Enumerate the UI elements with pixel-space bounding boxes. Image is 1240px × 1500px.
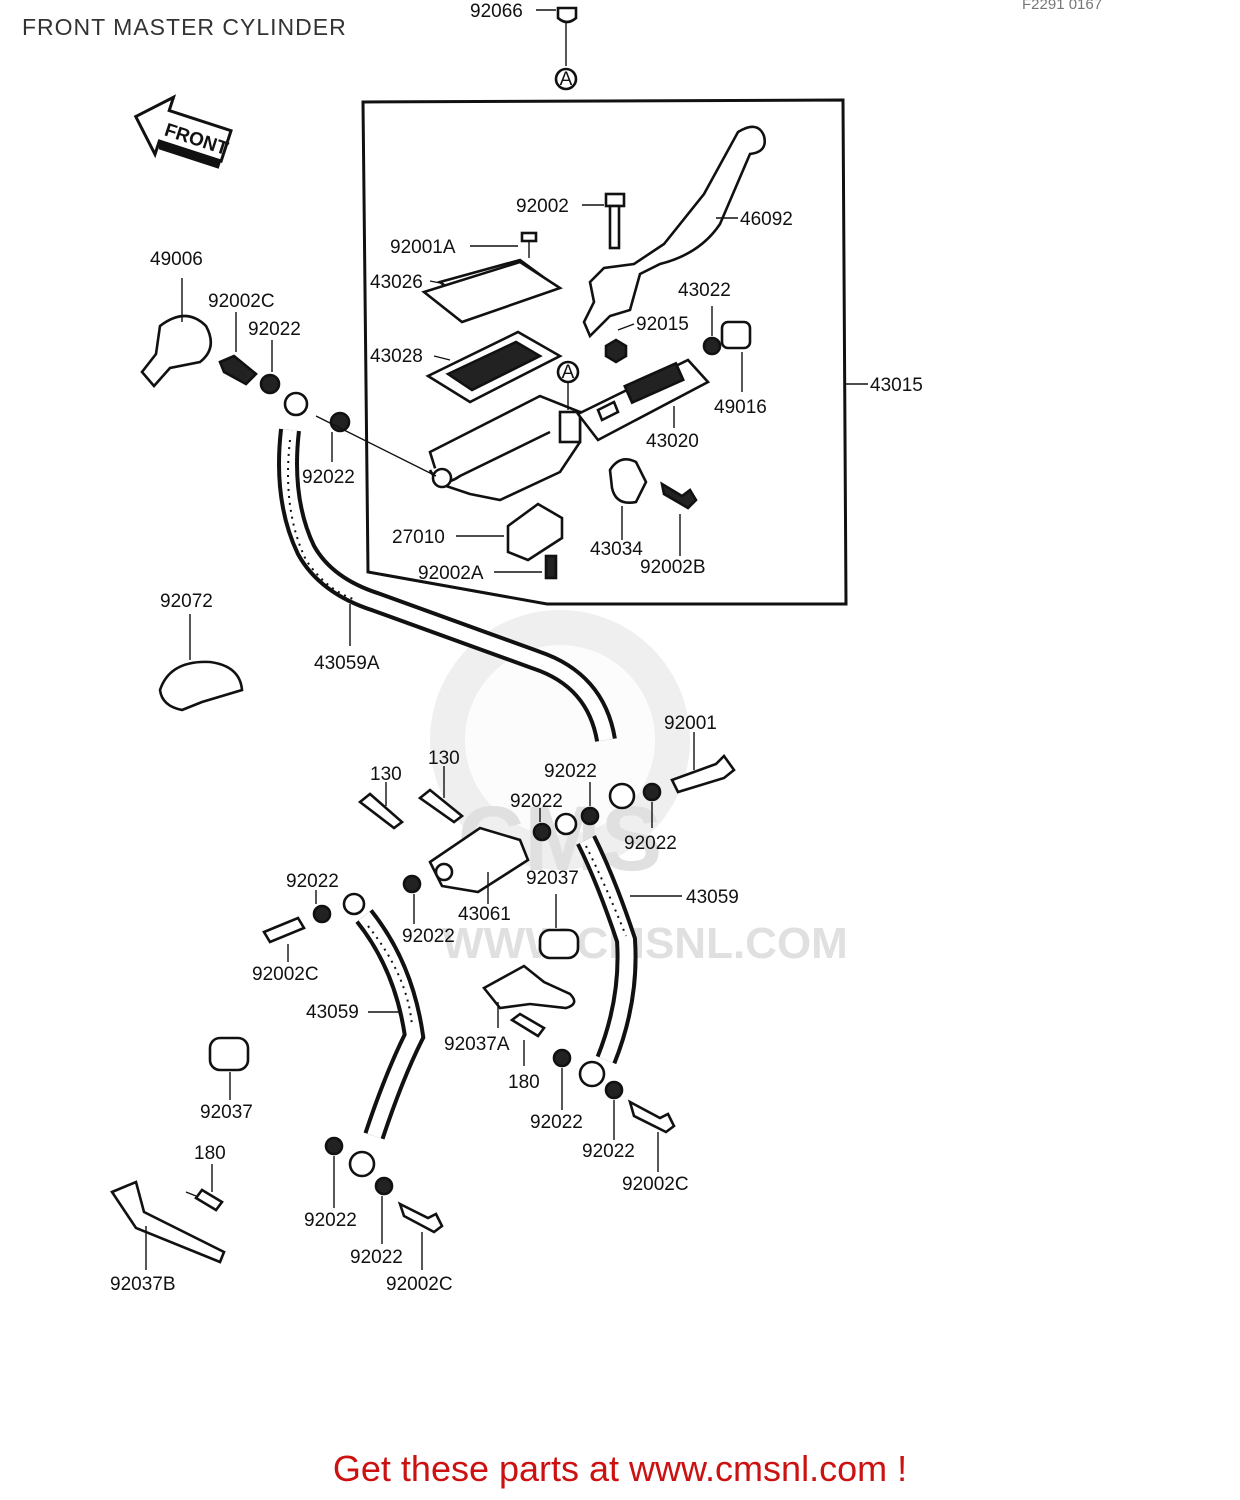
- bolt-92001: [670, 753, 736, 794]
- bracket-92037A: [482, 964, 576, 1010]
- label-92001A: 92001A: [390, 237, 456, 258]
- label-27010: 27010: [392, 527, 445, 548]
- label-92002A: 92002A: [418, 563, 484, 584]
- label-92037B: 92037B: [110, 1274, 176, 1295]
- label-92022-h: 92022: [530, 1112, 583, 1133]
- label-92002C-b: 92002C: [252, 964, 319, 985]
- label-92022-f: 92022: [286, 871, 339, 892]
- label-92037A: 92037A: [444, 1034, 510, 1055]
- marker-a-top: [554, 67, 578, 91]
- clamp-92072: [158, 660, 244, 712]
- screw-92001A: [520, 231, 538, 243]
- washer-92022-g: [402, 874, 422, 894]
- label-92066: 92066: [470, 1, 523, 22]
- washer-92022-a: [259, 373, 281, 395]
- washer-92022-d: [532, 822, 552, 842]
- label-92002C-a: 92002C: [208, 291, 275, 312]
- front-arrow-icon: FRONT: [133, 94, 233, 169]
- marker-a-top-text: A: [560, 69, 573, 90]
- label-92001: 92001: [664, 713, 717, 734]
- label-92022-d: 92022: [510, 791, 563, 812]
- label-49016: 49016: [714, 397, 767, 418]
- label-43020: 43020: [646, 431, 699, 452]
- label-43026: 43026: [370, 272, 423, 293]
- watermark-url: WWW.CMSNL.COM: [442, 919, 848, 968]
- label-92002C-c: 92002C: [622, 1174, 689, 1195]
- bolt-92002: [604, 192, 626, 208]
- grommet-92037-a: [538, 928, 580, 960]
- label-92022-b: 92022: [302, 467, 355, 488]
- label-43061: 43061: [458, 904, 511, 925]
- banjo-49006: [140, 314, 213, 388]
- footer-promo-text: Get these parts at www.cmsnl.com !: [332, 1448, 908, 1489]
- washer-92022-i: [604, 1080, 624, 1100]
- washer-92022-e: [642, 782, 662, 802]
- screw-92002A: [544, 554, 558, 580]
- label-92022-i: 92022: [582, 1141, 635, 1162]
- label-180-a: 180: [508, 1072, 540, 1093]
- bolt-180-b: [194, 1188, 224, 1212]
- label-43022: 43022: [678, 280, 731, 301]
- bolt-92002C-right: [627, 1099, 676, 1134]
- label-92072: 92072: [160, 591, 213, 612]
- bolt-180-a: [509, 1012, 546, 1038]
- label-43059-b: 43059: [306, 1002, 359, 1023]
- label-180-b: 180: [194, 1143, 226, 1164]
- label-130-a: 130: [370, 764, 402, 785]
- bolt-92002B: [660, 481, 698, 510]
- label-46092: 46092: [740, 209, 793, 230]
- label-92022-a: 92022: [248, 319, 301, 340]
- switch-27010: [506, 502, 564, 562]
- bolt-130-b: [417, 788, 465, 824]
- bolt-92002C-left: [262, 916, 306, 944]
- label-130-b: 130: [428, 748, 460, 769]
- lever-46092: [582, 125, 766, 339]
- label-92037-b: 92037: [200, 1102, 253, 1123]
- label-92022-c: 92022: [544, 761, 597, 782]
- label-92002C-d: 92002C: [386, 1274, 453, 1295]
- label-49006: 49006: [150, 249, 203, 270]
- cap-92066: [556, 6, 578, 24]
- seal-43022: [702, 336, 722, 356]
- piston-kit-43020: [576, 358, 711, 442]
- label-43015: 43015: [870, 375, 923, 396]
- washer-92022-c: [580, 806, 600, 826]
- label-92022-k: 92022: [350, 1247, 403, 1268]
- marker-a-body-text: A: [562, 362, 575, 383]
- washer-92022-j: [324, 1136, 344, 1156]
- boot-49016: [720, 320, 752, 350]
- nut-92015: [604, 338, 628, 364]
- label-92022-g: 92022: [402, 926, 455, 947]
- label-92022-j: 92022: [304, 1210, 357, 1231]
- label-92015: 92015: [636, 314, 689, 335]
- junction-43061: [428, 826, 530, 894]
- bolt-130-a: [357, 792, 405, 830]
- page-title: FRONT MASTER CYLINDER: [22, 14, 347, 40]
- label-92002: 92002: [516, 196, 569, 217]
- label-92037-a: 92037: [526, 868, 579, 889]
- diagram-code: F2291 0167: [1022, 0, 1103, 13]
- label-43059-a: 43059: [686, 887, 739, 908]
- bracket-92037B: [110, 1180, 226, 1264]
- washer-92022-h: [552, 1048, 572, 1068]
- washer-92022-f: [312, 904, 332, 924]
- label-43028: 43028: [370, 346, 423, 367]
- label-43059A: 43059A: [314, 653, 380, 674]
- bolt-92002C-top: [218, 354, 258, 386]
- assembly-boundary: [361, 98, 848, 606]
- washer-92022-k: [374, 1176, 394, 1196]
- label-43034: 43034: [590, 539, 643, 560]
- label-92002B: 92002B: [640, 557, 706, 578]
- clamp-43034: [608, 458, 648, 504]
- bolt-92002C-bottom: [397, 1201, 444, 1234]
- label-92022-e: 92022: [624, 833, 677, 854]
- grommet-92037-b: [208, 1036, 250, 1072]
